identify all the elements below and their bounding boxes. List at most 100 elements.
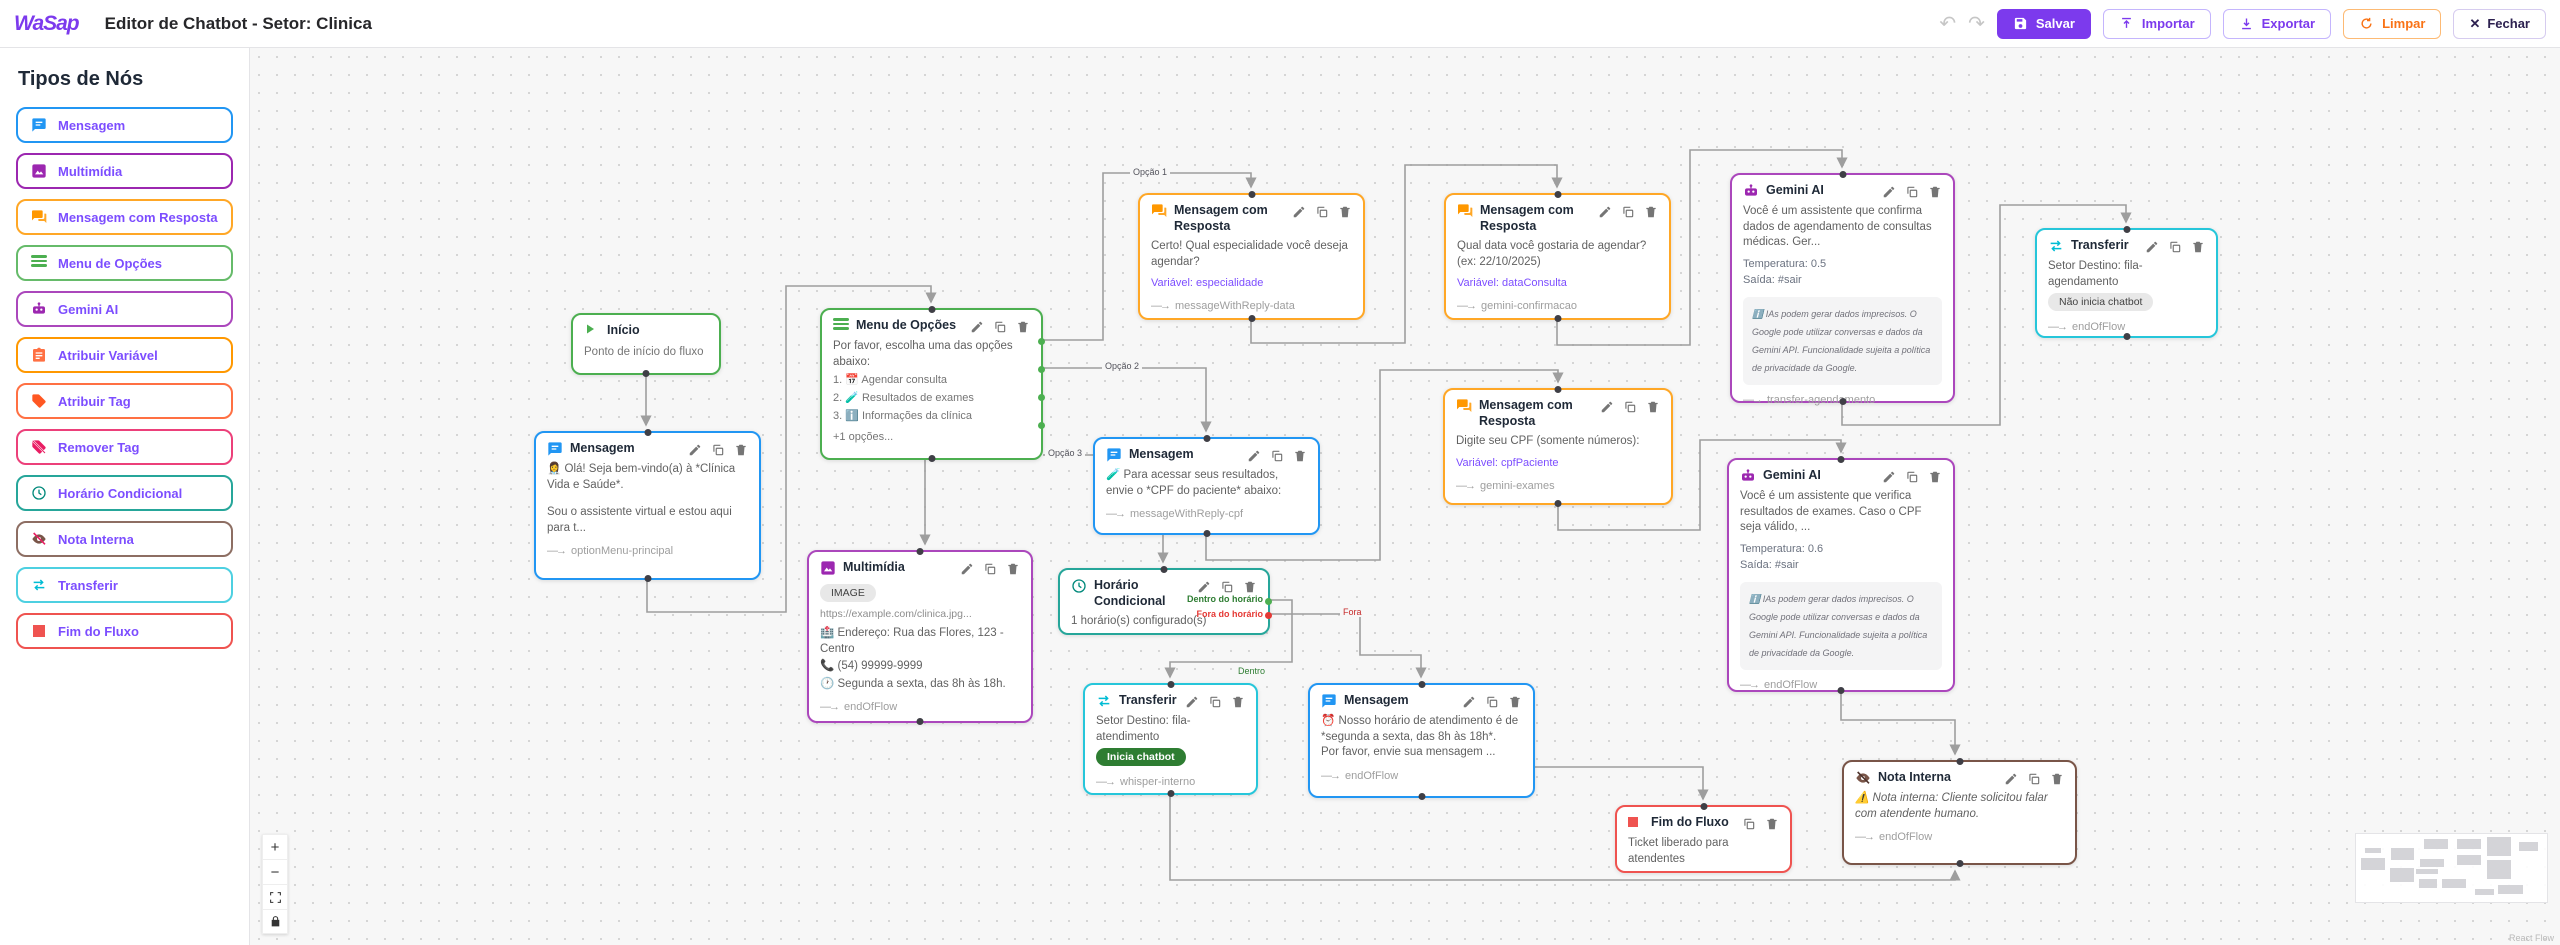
delete-icon[interactable]: [2050, 772, 2064, 786]
handle[interactable]: [2123, 333, 2130, 340]
handle[interactable]: [1554, 315, 1561, 322]
delete-icon[interactable]: [1231, 695, 1245, 709]
sidebar-item-gemini-ai[interactable]: Gemini AI: [16, 291, 233, 327]
edit-icon[interactable]: [1462, 695, 1476, 709]
handle[interactable]: [1837, 456, 1845, 463]
delete-icon[interactable]: [1765, 817, 1779, 831]
node-mensagem-cpf[interactable]: Mensagem 🧪 Para acessar seus resultados,…: [1093, 435, 1320, 537]
delete-icon[interactable]: [1293, 449, 1307, 463]
node-nota-interna[interactable]: Nota Interna ⚠️ Nota interna: Cliente so…: [1842, 758, 2077, 867]
delete-icon[interactable]: [1006, 562, 1020, 576]
sidebar-item-transferir[interactable]: Transferir: [16, 567, 233, 603]
handle[interactable]: [1837, 687, 1845, 694]
node-mcr-cpf[interactable]: Mensagem com Resposta Digite seu CPF (so…: [1443, 386, 1673, 507]
handle[interactable]: [1956, 758, 1963, 765]
node-fim-do-fluxo[interactable]: Fim do Fluxo Ticket liberado para atende…: [1615, 803, 1792, 873]
sidebar-item-atribuir-tag[interactable]: Atribuir Tag: [16, 383, 233, 419]
import-button[interactable]: Importar: [2102, 8, 2211, 39]
handle[interactable]: [1700, 803, 1707, 810]
node-transferir-agendamento[interactable]: Transferir Setor Destino: fila-agendamen…: [2035, 226, 2218, 340]
fit-view-button[interactable]: [262, 884, 288, 909]
handle[interactable]: [1203, 530, 1210, 537]
handle[interactable]: [928, 455, 935, 462]
handle[interactable]: [916, 548, 924, 555]
handle[interactable]: [644, 575, 651, 582]
edit-icon[interactable]: [970, 320, 984, 334]
copy-icon[interactable]: [1905, 470, 1919, 484]
node-mensagem-horario[interactable]: Mensagem ⏰ Nosso horário de atendimento …: [1308, 681, 1535, 800]
sidebar-item-multimidia[interactable]: Multimídia: [16, 153, 233, 189]
node-gemini-exames[interactable]: Gemini AI Você é um assistente que verif…: [1727, 456, 1955, 694]
handle[interactable]: [644, 429, 651, 436]
delete-icon[interactable]: [2191, 240, 2205, 254]
delete-icon[interactable]: [1508, 695, 1522, 709]
copy-icon[interactable]: [711, 443, 725, 457]
handle[interactable]: [1418, 793, 1425, 800]
close-button[interactable]: ✕ Fechar: [2453, 8, 2546, 39]
node-horario-condicional[interactable]: Horário Condicional 1 horário(s) configu…: [1058, 566, 1272, 635]
save-button[interactable]: Salvar: [1996, 8, 2091, 39]
sidebar-item-nota-interna[interactable]: Nota Interna: [16, 521, 233, 557]
option-handle[interactable]: [1038, 338, 1045, 345]
handle[interactable]: [1839, 398, 1846, 405]
sidebar-item-atribuir-variavel[interactable]: Atribuir Variável: [16, 337, 233, 373]
node-mcr-especialidade[interactable]: Mensagem com Resposta Certo! Qual especi…: [1138, 191, 1365, 322]
edit-icon[interactable]: [2004, 772, 2018, 786]
copy-icon[interactable]: [2027, 772, 2041, 786]
handle[interactable]: [1418, 681, 1425, 688]
edit-icon[interactable]: [1882, 470, 1896, 484]
handle[interactable]: [2123, 226, 2130, 233]
sidebar-item-horario-condicional[interactable]: Horário Condicional: [16, 475, 233, 511]
copy-icon[interactable]: [1623, 400, 1637, 414]
copy-icon[interactable]: [1315, 205, 1329, 219]
handle[interactable]: [1554, 386, 1562, 393]
redo-icon[interactable]: ↷: [1968, 12, 1985, 35]
handle[interactable]: [1554, 500, 1562, 507]
delete-icon[interactable]: [1338, 205, 1352, 219]
handle[interactable]: [1248, 191, 1255, 198]
node-transferir-atendimento[interactable]: Transferir Setor Destino: fila-atendimen…: [1083, 681, 1258, 797]
handle[interactable]: [928, 306, 935, 313]
copy-icon[interactable]: [993, 320, 1007, 334]
option-handle[interactable]: [1038, 394, 1045, 401]
copy-icon[interactable]: [2168, 240, 2182, 254]
node-inicio[interactable]: Início Ponto de início do fluxo: [571, 313, 721, 377]
delete-icon[interactable]: [1243, 580, 1257, 594]
edit-icon[interactable]: [2145, 240, 2159, 254]
flow-canvas[interactable]: Opção 1 Opção 2 Opção 3 Fora Dentro Iníc…: [250, 48, 2560, 945]
edit-icon[interactable]: [1882, 185, 1896, 199]
handle[interactable]: [1554, 191, 1561, 198]
copy-icon[interactable]: [1270, 449, 1284, 463]
fora-handle[interactable]: [1265, 612, 1272, 619]
handle[interactable]: [1167, 790, 1174, 797]
delete-icon[interactable]: [1644, 205, 1658, 219]
copy-icon[interactable]: [983, 562, 997, 576]
edit-icon[interactable]: [1185, 695, 1199, 709]
copy-icon[interactable]: [1742, 817, 1756, 831]
minimap[interactable]: [2355, 833, 2548, 903]
option-handle[interactable]: [1038, 422, 1045, 429]
copy-icon[interactable]: [1208, 695, 1222, 709]
handle[interactable]: [1203, 435, 1210, 442]
delete-icon[interactable]: [734, 443, 748, 457]
node-mcr-data[interactable]: Mensagem com Resposta Qual data você gos…: [1444, 191, 1671, 322]
handle[interactable]: [1160, 566, 1168, 573]
handle[interactable]: [642, 370, 650, 377]
zoom-out-button[interactable]: −: [262, 859, 288, 884]
edit-icon[interactable]: [1292, 205, 1306, 219]
clear-button[interactable]: Limpar: [2343, 8, 2442, 39]
delete-icon[interactable]: [1016, 320, 1030, 334]
sidebar-item-fim-do-fluxo[interactable]: Fim do Fluxo: [16, 613, 233, 649]
sidebar-item-remover-tag[interactable]: Remover Tag: [16, 429, 233, 465]
copy-icon[interactable]: [1485, 695, 1499, 709]
sidebar-item-menu-de-opcoes[interactable]: Menu de Opções: [16, 245, 233, 281]
undo-icon[interactable]: ↶: [1939, 12, 1957, 35]
edit-icon[interactable]: [960, 562, 974, 576]
zoom-in-button[interactable]: +: [262, 834, 288, 859]
edit-icon[interactable]: [1600, 400, 1614, 414]
option-handle[interactable]: [1038, 366, 1045, 373]
edit-icon[interactable]: [1247, 449, 1261, 463]
copy-icon[interactable]: [1220, 580, 1234, 594]
edit-icon[interactable]: [1197, 580, 1211, 594]
node-mensagem-principal[interactable]: Mensagem 👩‍⚕️ Olá! Seja bem-vindo(a) à *…: [534, 429, 761, 582]
